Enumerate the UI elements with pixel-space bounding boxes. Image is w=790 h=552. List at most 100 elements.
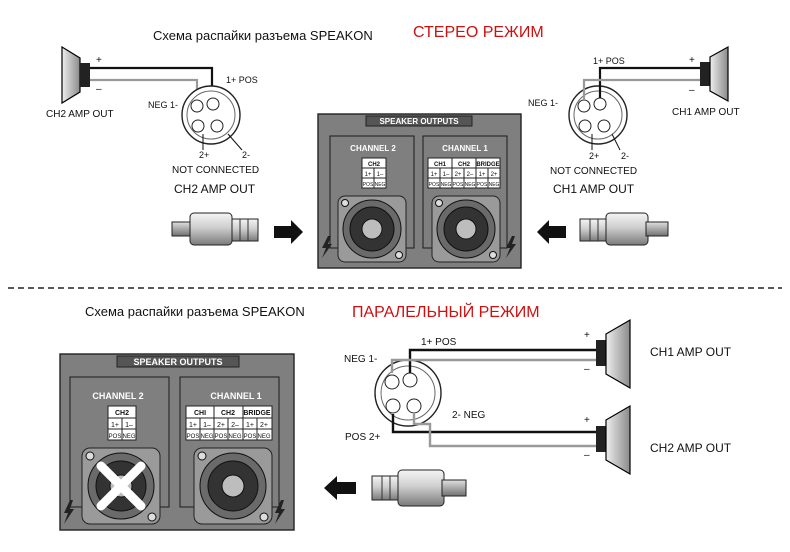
speakon-plug-icon bbox=[579, 212, 669, 246]
table-cell: 1+ bbox=[246, 422, 254, 429]
left-speaker-label: CH2 AMP OUT bbox=[46, 109, 114, 120]
arrow-left-icon bbox=[324, 476, 356, 500]
not-connected-label: NOT CONNECTED bbox=[550, 166, 637, 177]
table-cell: POS bbox=[215, 434, 228, 440]
speaker-outputs-panel: SPEAKER OUTPUTS CHANNEL 2 CHANNEL 1 CH2 … bbox=[317, 113, 522, 269]
wire-ch2-positive bbox=[391, 414, 596, 434]
plus-sign: + bbox=[689, 55, 695, 66]
table-cell: 1– bbox=[125, 422, 133, 429]
table-cell: 2+ bbox=[491, 172, 498, 178]
table-cell: 1+ bbox=[479, 172, 486, 178]
neg-pin-label: NEG 1- bbox=[148, 100, 178, 110]
table-cell: NEG bbox=[465, 182, 476, 188]
speaker-icon bbox=[700, 45, 729, 103]
pos-pin-label: 1+ POS bbox=[226, 75, 258, 85]
panel-title: SPEAKER OUTPUTS bbox=[379, 117, 459, 126]
channel-1-label: CHANNEL 1 bbox=[210, 391, 261, 401]
plus-sign: + bbox=[584, 415, 590, 426]
table-cell: 1+ bbox=[431, 172, 438, 178]
ch2-speaker-label: CH2 AMP OUT bbox=[650, 441, 732, 455]
neg2-label: 2- NEG bbox=[452, 410, 486, 421]
wire-ch2-negative bbox=[412, 414, 596, 448]
speakon-plug-face bbox=[181, 85, 241, 145]
speakon-socket-ch1 bbox=[431, 195, 501, 263]
table-cell: 1– bbox=[443, 172, 450, 178]
table-cell: 2+ bbox=[260, 422, 268, 429]
speaker-icon bbox=[596, 318, 631, 390]
table-cell: NEG bbox=[200, 434, 213, 440]
table-head: CH2 bbox=[115, 410, 129, 417]
pos2-label: POS 2+ bbox=[345, 432, 380, 443]
wire-ch1-negative bbox=[390, 358, 596, 373]
wire-negative bbox=[90, 78, 199, 108]
table-cell: 1– bbox=[203, 422, 211, 429]
warning-lightning-icon bbox=[275, 500, 285, 524]
plus-sign: + bbox=[96, 55, 102, 66]
table-head: BRIDGE bbox=[476, 162, 499, 168]
plug-output-label: CH1 AMP OUT bbox=[553, 182, 635, 196]
table-head: CH2 bbox=[221, 410, 235, 417]
right-speaker-label: CH1 AMP OUT bbox=[672, 107, 740, 118]
table-cell: NEG bbox=[257, 434, 270, 440]
table-cell: 1+ bbox=[189, 422, 197, 429]
table-cell: POS bbox=[429, 182, 440, 188]
warning-lightning-icon bbox=[64, 500, 74, 524]
minus-sign: – bbox=[584, 364, 590, 375]
speakon-socket-ch1 bbox=[193, 447, 273, 525]
pin-2plus-label: 2+ bbox=[199, 150, 209, 160]
table-cell: 2– bbox=[231, 422, 239, 429]
speakon-plug-face bbox=[374, 359, 442, 427]
ch1-speaker-label: CH1 AMP OUT bbox=[650, 345, 732, 359]
minus-sign: – bbox=[584, 450, 590, 461]
channel-1-label: CHANNEL 1 bbox=[442, 144, 488, 153]
neg1-label: NEG 1- bbox=[344, 354, 377, 365]
plug-output-label: CH2 AMP OUT bbox=[174, 182, 256, 196]
table-head: CH1 bbox=[434, 162, 447, 168]
not-connected-label: NOT CONNECTED bbox=[172, 165, 259, 176]
pin-2plus-label: 2+ bbox=[589, 151, 599, 161]
table-cell: 1+ bbox=[111, 422, 119, 429]
table-cell: POS bbox=[453, 182, 464, 188]
speakon-socket-ch2 bbox=[337, 195, 407, 263]
minus-sign: – bbox=[96, 84, 102, 95]
pos1-label: 1+ POS bbox=[421, 337, 457, 348]
speakon-plug-face bbox=[568, 85, 628, 145]
table-head: CH2 bbox=[458, 162, 471, 168]
speakon-plug-icon bbox=[371, 469, 467, 507]
top-caption: Схема распайки разъема SPEAKON bbox=[153, 28, 373, 43]
table-cell: 2+ bbox=[217, 422, 225, 429]
table-cell: NEG bbox=[375, 182, 386, 188]
speaker-outputs-panel: SPEAKER OUTPUTS CHANNEL 2 CHANNEL 1 CH2 … bbox=[59, 353, 295, 531]
table-head: BRIDGE bbox=[243, 410, 271, 417]
top-mode-title: СТЕРЕО РЕЖИМ bbox=[413, 24, 544, 41]
table-cell: NEG bbox=[122, 434, 135, 440]
pin-2minus-label: 2- bbox=[242, 150, 250, 160]
pin-2minus-label: 2- bbox=[621, 151, 629, 161]
table-cell: POS bbox=[477, 182, 488, 188]
warning-lightning-icon bbox=[506, 236, 516, 258]
table-cell: NEG bbox=[441, 182, 452, 188]
table-cell: POS bbox=[109, 434, 122, 440]
wire-negative bbox=[582, 78, 700, 100]
table-cell: 1– bbox=[377, 172, 384, 178]
channel-2-label: CHANNEL 2 bbox=[92, 391, 143, 401]
table-cell: 2– bbox=[467, 172, 474, 178]
panel-title: SPEAKER OUTPUTS bbox=[133, 357, 222, 367]
bottom-mode-title: ПАРАЛЕЛЬНЫЙ РЕЖИМ bbox=[352, 302, 540, 321]
bottom-caption: Схема распайки разъема SPEAKON bbox=[85, 304, 305, 319]
speaker-icon bbox=[596, 404, 631, 476]
channel-2-label: CHANNEL 2 bbox=[350, 144, 396, 153]
speakon-plug-icon bbox=[171, 212, 259, 246]
wire-positive bbox=[598, 66, 700, 98]
minus-sign: – bbox=[689, 85, 695, 96]
arrow-right-icon bbox=[274, 220, 303, 244]
speaker-icon bbox=[61, 45, 90, 105]
neg-pin-label: NEG 1- bbox=[528, 98, 558, 108]
table-cell: POS bbox=[187, 434, 200, 440]
arrow-left-icon bbox=[537, 220, 566, 244]
table-head: CHI bbox=[194, 410, 206, 417]
table-cell: 1+ bbox=[365, 172, 372, 178]
table-cell: NEG bbox=[228, 434, 241, 440]
warning-lightning-icon bbox=[322, 236, 332, 258]
